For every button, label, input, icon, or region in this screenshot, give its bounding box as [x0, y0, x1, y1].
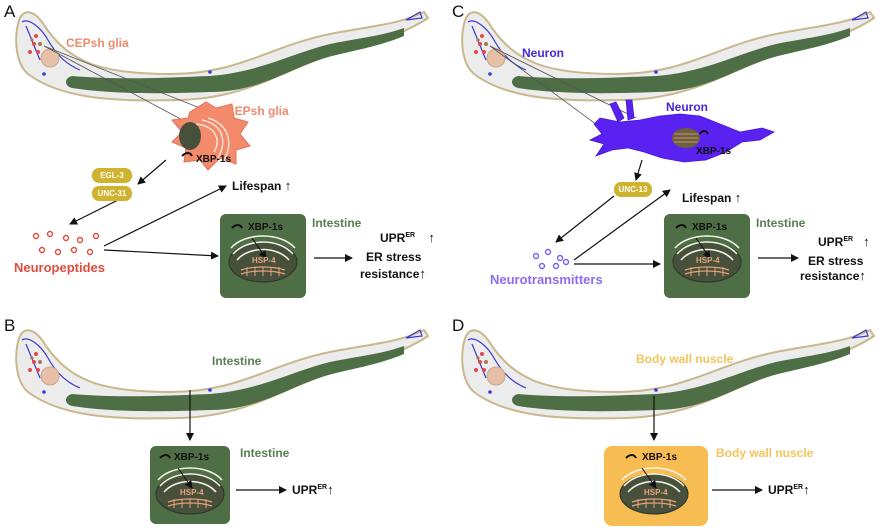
box-label-d: Body wall nuscle — [716, 446, 814, 460]
er-stress-label-c: ER stress — [808, 254, 864, 268]
intestine-label-c: Intestine — [756, 216, 806, 230]
worm-label-a: CEPsh glia — [66, 36, 129, 50]
glia-label: CEPsh glia — [226, 104, 289, 118]
upr-label-b: UPRER↑ — [292, 482, 334, 497]
hsp-label-c: HSP-4 — [696, 256, 720, 265]
hsp-label-b: HSP-4 — [180, 488, 204, 497]
worm-label-d: Body wall nuscle — [636, 352, 734, 366]
resistance-label-c: resistance↑ — [800, 268, 866, 283]
er-stress-label-a: ER stress — [366, 250, 422, 264]
upr-label-c: UPRER ↑ — [818, 234, 870, 249]
worm-label-b: Intestine — [212, 354, 262, 368]
panel-letter-a: A — [4, 2, 16, 21]
worm-a — [15, 11, 430, 102]
lifespan-label-c: Lifespan ↑ — [682, 190, 742, 205]
neuron-label: Neuron — [666, 100, 708, 114]
neuropeptides-label: Neuropeptides — [14, 260, 106, 275]
panel-letter-b: B — [4, 316, 16, 335]
box-xbp-label-c: XBP-1s — [692, 222, 728, 233]
box-xbp-label-a: XBP-1s — [248, 222, 284, 233]
unc31-pill: UNC-31 — [92, 186, 132, 201]
worm-d — [461, 329, 875, 420]
unc13-pill: UNC-13 — [614, 182, 652, 197]
box-xbp-label-b: XBP-1s — [174, 452, 210, 463]
xbp-label-c: XBP-1s — [696, 146, 732, 157]
hsp-label-a: HSP-4 — [252, 256, 276, 265]
intestine-label-a: Intestine — [312, 216, 362, 230]
xbp-label-a: XBP-1s — [196, 154, 232, 165]
box-label-b: Intestine — [240, 446, 290, 460]
upr-label-a: UPRER ↑ — [380, 230, 435, 245]
upr-label-d: UPRER↑ — [768, 482, 810, 497]
hsp-label-d: HSP-4 — [644, 488, 668, 497]
lifespan-label-a: Lifespan ↑ — [232, 178, 292, 193]
box-xbp-label-d: XBP-1s — [642, 452, 678, 463]
resistance-label-a: resistance↑ — [360, 266, 426, 281]
egl3-pill: EGL-3 — [92, 168, 132, 183]
panel-letter-d: D — [452, 316, 465, 335]
worm-label-c: Neuron — [522, 46, 564, 60]
worm-b — [15, 329, 430, 420]
neurotransmitters-label: Neurotransmitters — [490, 272, 603, 287]
panel-letter-c: C — [452, 2, 465, 21]
